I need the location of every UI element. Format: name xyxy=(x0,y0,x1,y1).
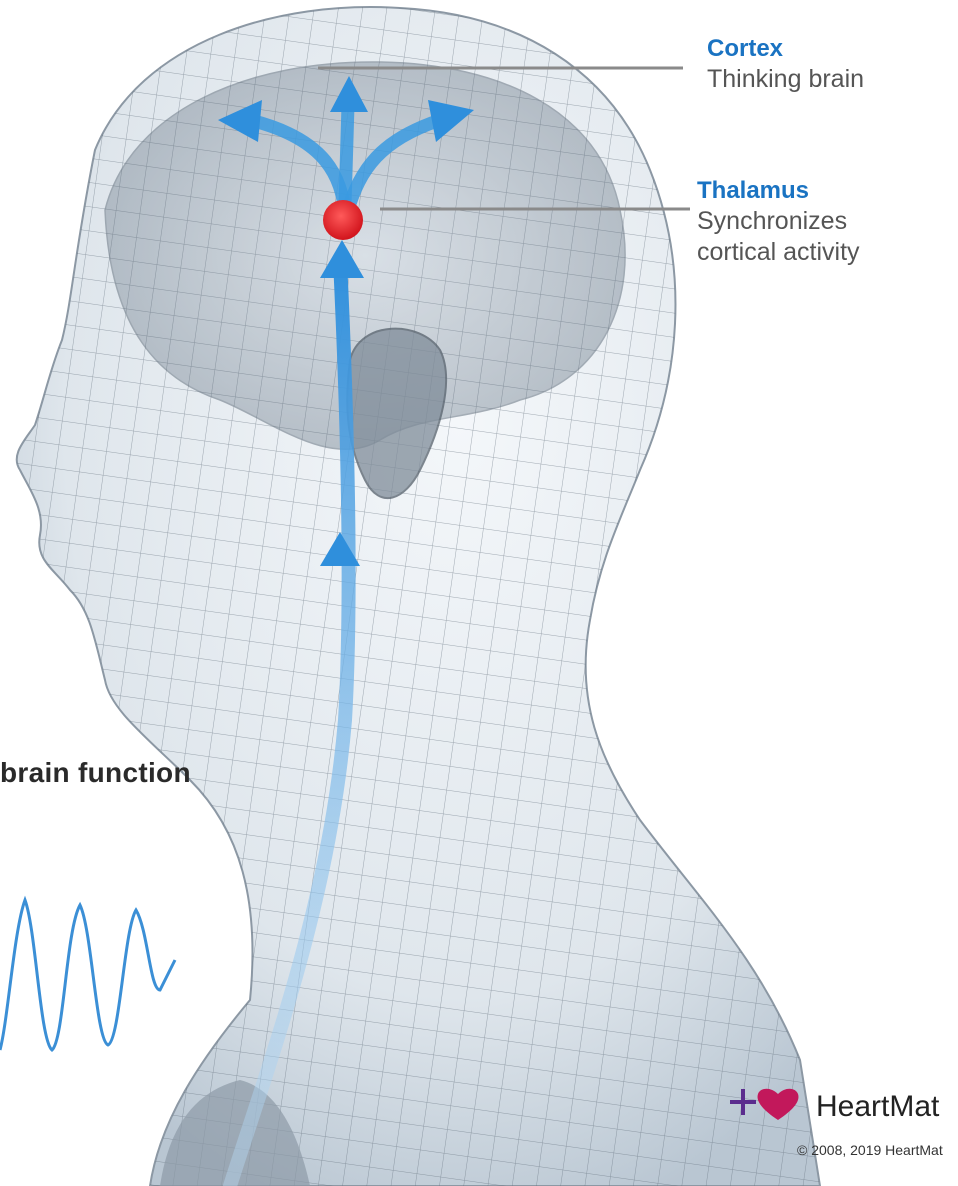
caption-text: brain function xyxy=(0,757,191,789)
brand-logo xyxy=(730,1086,810,1126)
thalamus-title: Thalamus xyxy=(697,176,860,206)
cortex-label: Cortex Thinking brain xyxy=(707,34,864,95)
copyright-text: © 2008, 2019 HeartMat xyxy=(797,1142,943,1158)
thalamus-dot xyxy=(323,200,363,240)
cortex-title: Cortex xyxy=(707,34,864,64)
heart-icon xyxy=(758,1089,799,1120)
thalamus-label: Thalamus Synchronizes cortical activity xyxy=(697,176,860,268)
plus-icon xyxy=(730,1089,756,1115)
brand-name: HeartMat xyxy=(816,1090,939,1124)
thalamus-subtitle-line1: Synchronizes xyxy=(697,206,860,237)
heart-rhythm-wave xyxy=(0,900,175,1050)
cortex-subtitle: Thinking brain xyxy=(707,64,864,95)
thalamus-subtitle-line2: cortical activity xyxy=(697,237,860,268)
